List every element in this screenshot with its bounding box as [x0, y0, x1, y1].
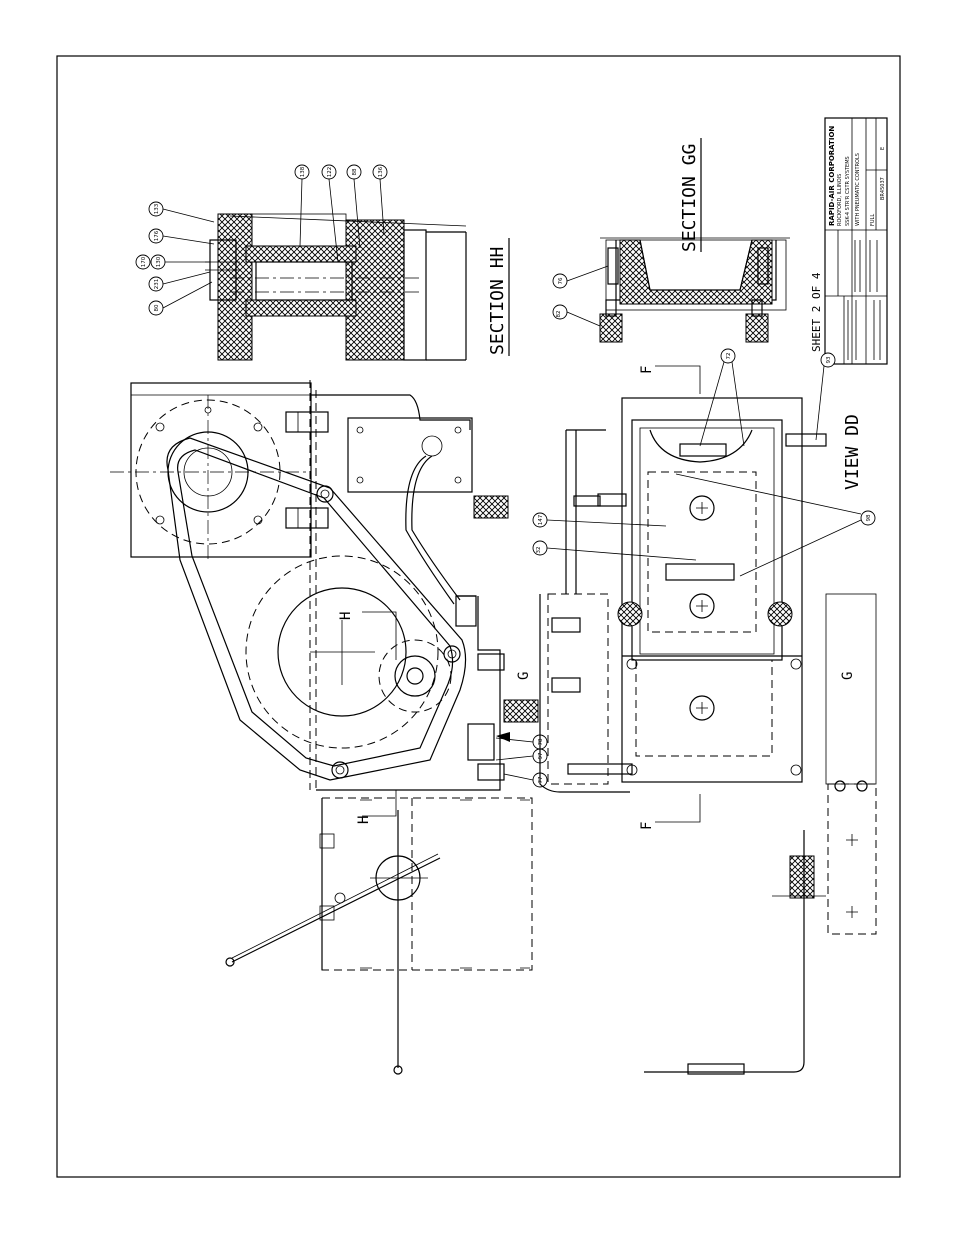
- drawing-revision: E: [880, 147, 886, 150]
- balloon: 72: [721, 349, 735, 363]
- balloon: 32: [533, 541, 547, 555]
- drawing-description-1: SSK-4 STR'R CSTR SYSTEMS: [845, 156, 851, 226]
- balloon: 82: [553, 305, 567, 319]
- svg-text:176: 176: [154, 230, 160, 241]
- balloon: 122: [322, 165, 336, 179]
- balloon: 76: [553, 274, 567, 288]
- svg-text:136: 136: [378, 166, 384, 177]
- cut-label-f-top: F: [639, 366, 655, 374]
- svg-text:122: 122: [327, 167, 333, 178]
- svg-text:72: 72: [726, 353, 732, 360]
- svg-text:138: 138: [300, 166, 306, 177]
- svg-text:77: 77: [538, 776, 544, 783]
- svg-text:170: 170: [141, 256, 147, 267]
- balloon: 138: [295, 165, 309, 179]
- drawing-description-2: WITH PNEUMATIC CONTROLS: [855, 153, 861, 226]
- hh-left-wall: [218, 214, 252, 360]
- company-name: RAPID-AIR CORPORATION: [828, 126, 836, 226]
- svg-text:98: 98: [866, 514, 872, 521]
- balloon: 98: [861, 511, 875, 525]
- cut-label-g-left: G: [516, 672, 532, 680]
- svg-text:82: 82: [556, 311, 562, 318]
- balloon: 231: [149, 277, 163, 291]
- balloon: 130: [151, 255, 165, 269]
- hh-right-wall: [346, 220, 404, 360]
- balloon: 176: [149, 229, 163, 243]
- view-dd-label: VIEW DD: [842, 414, 863, 490]
- svg-text:78: 78: [538, 738, 544, 745]
- drawing-scale: FULL: [870, 214, 876, 226]
- section-hh-label: SECTION HH: [487, 247, 508, 355]
- svg-text:32: 32: [536, 547, 542, 554]
- svg-text:133: 133: [154, 203, 160, 214]
- svg-text:76: 76: [558, 277, 564, 284]
- svg-text:88: 88: [352, 168, 358, 175]
- title-block: RAPID-AIR CORPORATION ROCKFORD, ILLINOIS…: [825, 118, 887, 364]
- balloon: 170: [136, 255, 150, 269]
- balloon: 133: [149, 202, 163, 216]
- svg-text:231: 231: [154, 279, 160, 290]
- balloon: 88: [347, 165, 361, 179]
- balloon: 80: [149, 301, 163, 315]
- sheet-number: SHEET 2 OF 4: [810, 272, 823, 352]
- cut-label-h-lower: H: [356, 816, 372, 824]
- cut-label-f-bottom: F: [639, 822, 655, 830]
- cut-label-g-right: G: [840, 672, 856, 680]
- cut-label-h-upper: H: [338, 612, 354, 620]
- svg-text:93: 93: [826, 356, 832, 363]
- svg-text:80: 80: [154, 304, 160, 311]
- main-assembly: H H 97 77 78: [110, 380, 547, 1074]
- company-location: ROCKFORD, ILLINOIS: [837, 174, 843, 226]
- balloon: 93: [821, 353, 835, 367]
- balloon: 147: [533, 513, 547, 527]
- section-hh: SECTION HH 133 176 170 130 231 80 138 12…: [136, 165, 509, 360]
- svg-text:147: 147: [538, 514, 544, 525]
- svg-text:130: 130: [156, 256, 162, 267]
- balloon: 136: [373, 165, 387, 179]
- svg-text:97: 97: [538, 752, 544, 759]
- section-gg: SECTION GG 76 82: [553, 138, 790, 342]
- drawing-number: BR45037: [880, 177, 886, 200]
- view-dd: VIEW DD G G F F 147 32 72 93 98: [516, 349, 876, 1074]
- section-gg-label: SECTION GG: [679, 144, 700, 252]
